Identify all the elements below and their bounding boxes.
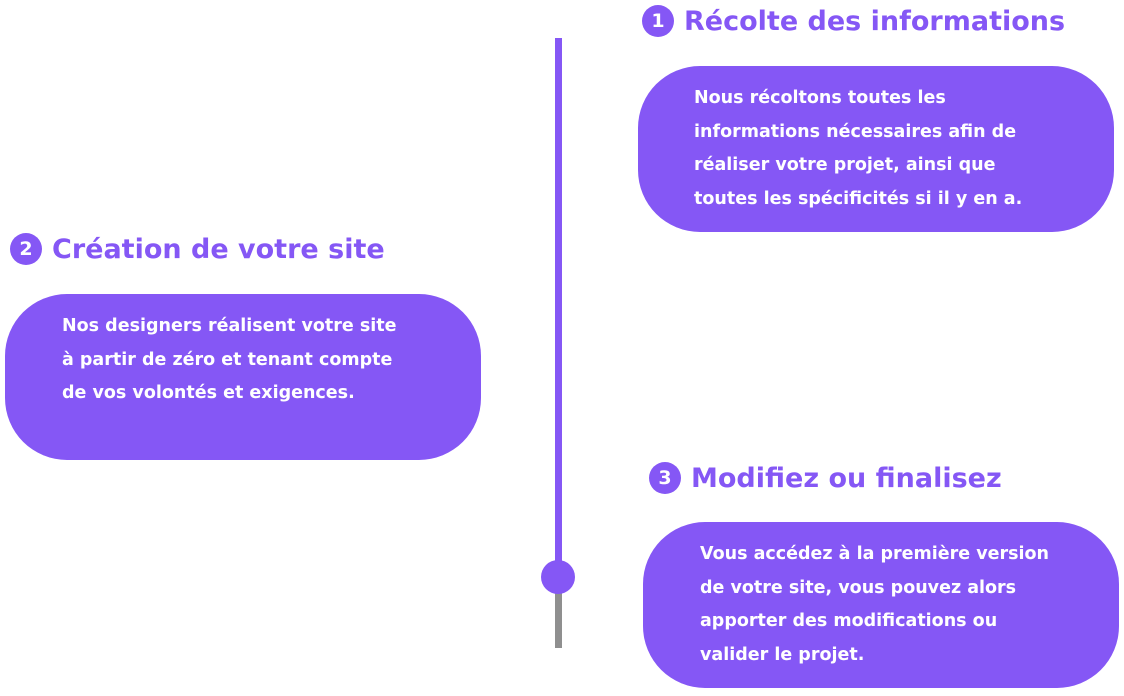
step-1-description: Nous récoltons toutes les informations n… <box>694 88 1023 209</box>
timeline-progress-line <box>555 38 562 578</box>
step-2-title-text: Création de votre site <box>52 233 385 265</box>
step-3-title-text: Modifiez ou finalisez <box>691 462 1002 494</box>
step-1-title-text: Récolte des informations <box>684 5 1066 37</box>
step-2-card: Nos designers réalisent votre site à par… <box>5 294 481 460</box>
timeline-remaining-line <box>555 578 562 648</box>
step-3-number-badge: 3 <box>649 462 681 494</box>
step-2-title: 2 Création de votre site <box>10 233 385 265</box>
step-2-number-badge: 2 <box>10 233 42 265</box>
step-3-card: Vous accédez à la première version de vo… <box>643 522 1119 688</box>
step-1-card: Nous récoltons toutes les informations n… <box>638 66 1114 232</box>
step-3-description: Vous accédez à la première version de vo… <box>700 544 1050 665</box>
step-1-number-badge: 1 <box>642 5 674 37</box>
step-2-description: Nos designers réalisent votre site à par… <box>62 316 397 403</box>
step-1-title: 1 Récolte des informations <box>642 5 1065 37</box>
step-3-title: 3 Modifiez ou finalisez <box>649 462 1002 494</box>
timeline-progress-dot <box>541 560 575 594</box>
